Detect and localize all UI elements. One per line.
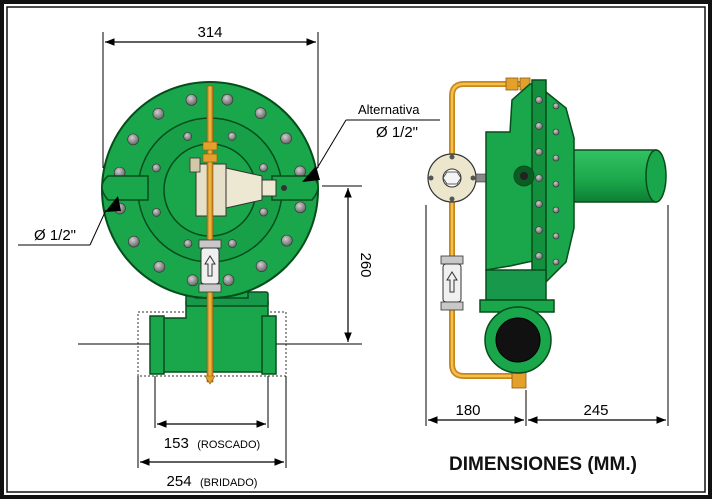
side-bolts — [535, 96, 560, 266]
bolt — [535, 226, 543, 234]
alternative-port: Ø 1/2" — [376, 124, 418, 141]
flow-indicator — [200, 247, 220, 285]
dimensions-title: DIMENSIONES (MM.) — [449, 454, 637, 475]
bolt — [552, 102, 560, 110]
bolt — [228, 239, 237, 248]
bolt — [221, 93, 234, 106]
bolt — [552, 258, 560, 266]
bolt — [294, 201, 307, 214]
alternative-label: Alternativa — [358, 102, 420, 117]
bolt — [535, 122, 543, 130]
bolt — [127, 133, 139, 146]
bolt — [128, 235, 140, 248]
port-marker-right — [302, 166, 320, 182]
bolt — [552, 180, 560, 188]
bolt — [227, 132, 237, 141]
height-dimension: 260 — [357, 252, 374, 277]
bolt — [535, 148, 543, 156]
bolt — [552, 232, 560, 240]
inner-border — [6, 6, 706, 493]
bolt — [552, 206, 560, 214]
bolt — [185, 94, 198, 106]
side-view: 180 245 — [425, 77, 669, 426]
bolt — [222, 274, 235, 286]
side-left-dimension: 180 — [455, 402, 480, 419]
side-flow-indicator — [442, 263, 462, 303]
front-view: 314 260 Alternativa Ø 1/2" Ø 1/2" 153 (R… — [18, 24, 440, 490]
bolt — [259, 163, 268, 172]
bolt — [255, 260, 268, 272]
bolt — [535, 252, 543, 260]
bolt — [183, 132, 192, 141]
bolt — [552, 154, 560, 162]
bolt — [552, 128, 560, 136]
bolt — [254, 107, 267, 119]
bolt — [280, 132, 292, 145]
bolt — [183, 239, 193, 248]
bolt — [281, 234, 293, 247]
bolt — [186, 274, 199, 287]
actuator-cylinder — [569, 149, 657, 203]
bolt — [152, 208, 161, 217]
side-right-dimension: 245 — [583, 402, 608, 419]
bolt — [152, 108, 165, 120]
left-port-label: Ø 1/2" — [34, 227, 76, 244]
arrow-up-icon — [204, 255, 216, 277]
bolt — [259, 207, 268, 217]
port-marker-left — [105, 196, 121, 212]
sensing-pipe — [206, 85, 214, 383]
flanged-dimension: 254 (BRIDADO) — [167, 473, 258, 490]
bolt — [535, 96, 543, 104]
side-arrow-up-icon — [446, 271, 458, 293]
inner-bolts — [152, 132, 268, 248]
width-dimension: 314 — [197, 24, 222, 41]
bolt — [535, 174, 543, 182]
bolt — [152, 163, 161, 173]
bolt — [535, 200, 543, 208]
threaded-dimension: 153 (ROSCADO) — [164, 435, 260, 452]
bolt — [153, 261, 166, 273]
